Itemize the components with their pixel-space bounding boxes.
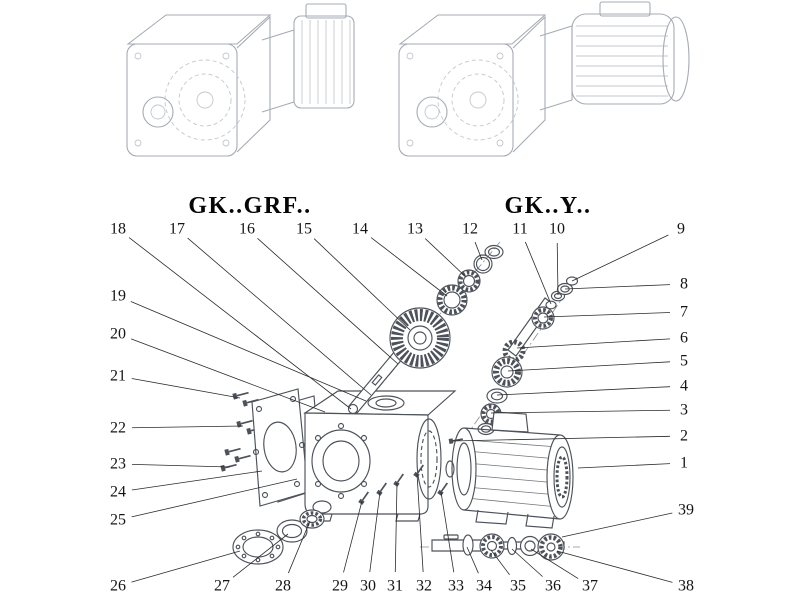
callout-label-13: 13 [407,221,423,238]
callout-leader-4 [496,386,671,396]
drawing-gk-grf [126,3,355,157]
callout-leader-17 [187,237,372,396]
heading-gk-y: GK..Y.. [505,193,592,219]
callout-leader-28 [288,520,311,574]
callout-label-30: 30 [360,578,376,595]
callout-leader-32 [416,473,424,573]
callout-leader-21 [131,378,241,399]
callout-leader-31 [394,482,398,573]
callout-label-35: 35 [510,578,526,595]
callout-label-4: 4 [680,378,688,395]
callout-leader-16 [257,238,399,365]
callout-label-5: 5 [680,353,688,370]
callout-label-9: 9 [677,221,685,238]
callout-label-8: 8 [680,276,688,293]
callout-leader-39 [561,512,673,538]
callout-leader-10 [556,242,559,296]
callout-label-21: 21 [110,368,126,385]
part-output-shaft-assembly [431,533,565,561]
callout-label-27: 27 [214,578,230,595]
callout-leader-22 [131,425,244,429]
callout-leader-3 [490,409,671,414]
callout-label-12: 12 [462,221,478,238]
callout-label-18: 18 [110,221,126,238]
callout-leader-7 [543,312,671,318]
callout-leader-24 [131,470,263,491]
callout-label-1: 1 [680,455,688,472]
callout-label-36: 36 [545,578,561,595]
callout-label-34: 34 [476,578,492,595]
callout-label-7: 7 [680,304,688,321]
callout-leader-19 [130,301,367,402]
callout-leader-25 [131,478,298,518]
callout-leader-18 [128,237,352,410]
callout-label-6: 6 [680,330,688,347]
callout-label-31: 31 [387,578,403,595]
part-gear-bearing-stack [389,244,504,369]
motor-fins [576,25,668,97]
part-housing [303,390,457,522]
callout-leader-34 [466,546,479,574]
callout-leader-12 [474,241,483,261]
callout-label-22: 22 [110,420,126,437]
callout-leader-36 [511,548,543,577]
callout-leader-35 [490,549,510,576]
callout-label-32: 32 [416,578,432,595]
callout-label-25: 25 [110,512,126,529]
callout-label-33: 33 [448,578,464,595]
callout-leader-27 [232,533,289,578]
callout-leader-11 [524,241,552,305]
callout-leader-6 [516,338,671,349]
callout-leader-15 [313,238,411,331]
callout-label-17: 17 [169,221,185,238]
callout-label-26: 26 [110,578,126,595]
part-ring-gear-set [232,509,325,565]
callout-leader-29 [343,500,363,573]
callout-leader-37 [530,548,579,579]
callout-label-38: 38 [678,578,694,595]
callout-label-3: 3 [680,402,688,419]
callout-leader-30 [369,491,381,573]
drawing-gk-y [398,1,690,157]
callout-leader-20 [130,338,326,413]
callout-label-29: 29 [332,578,348,595]
callout-leader-33 [440,491,455,573]
callout-leader-9 [571,234,669,282]
callout-label-11: 11 [512,221,527,238]
callout-label-2: 2 [680,428,688,445]
callout-label-10: 10 [549,221,565,238]
callout-label-20: 20 [110,326,126,343]
callout-leader-8 [564,284,671,290]
callout-label-14: 14 [352,221,368,238]
callout-leader-5 [507,361,671,372]
callout-leader-13 [424,238,467,278]
part-motor [445,411,574,529]
callout-label-23: 23 [110,456,126,473]
callout-leader-14 [370,237,448,297]
exploded-view [220,241,580,565]
callout-leader-23 [131,463,231,468]
callout-label-28: 28 [275,578,291,595]
callout-leader-1 [577,463,671,469]
callout-label-37: 37 [582,578,598,595]
callout-label-39: 39 [678,502,694,519]
callout-label-19: 19 [110,288,126,305]
callouts: 1234567891011121314151617181920212223242… [110,221,694,595]
callout-leader-38 [556,550,673,583]
callout-leader-26 [131,550,241,583]
callout-label-24: 24 [110,484,126,501]
part-pinion-stack [502,276,579,363]
input-adapter-ribs [301,20,351,104]
motor-body-fins [465,439,559,508]
callout-label-15: 15 [296,221,312,238]
callout-leader-2 [451,435,671,442]
callout-label-16: 16 [239,221,255,238]
heading-gk-grf: GK..GRF.. [188,193,311,219]
